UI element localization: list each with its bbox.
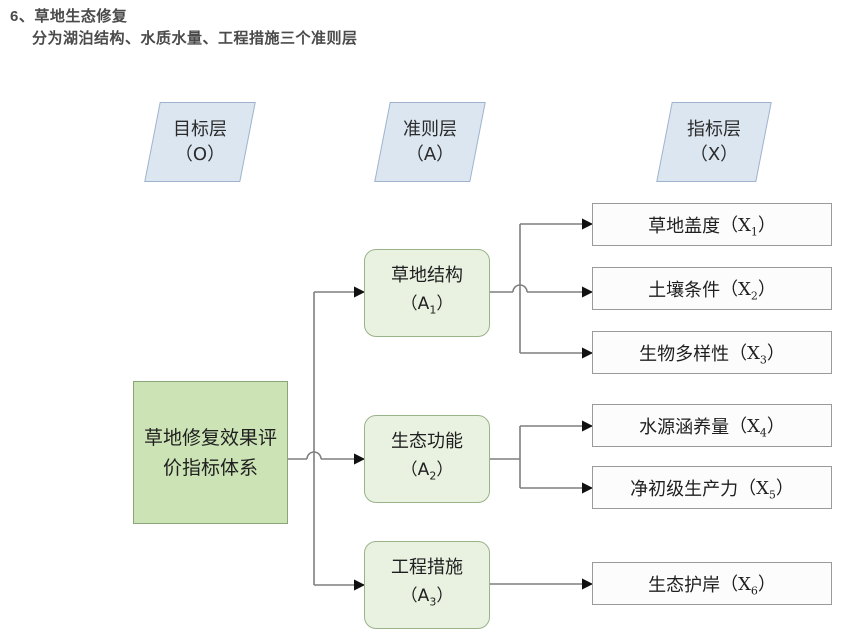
indicator-node-x1-label: 草地盖度 (648, 215, 721, 237)
indicator-node-x6-label: 生态护岸 (648, 574, 721, 596)
slide-heading: 6、草地生态修复 分为湖泊结构、水质水量、工程措施三个准则层 (10, 6, 710, 50)
indicator-node-x2[interactable]: 土壤条件 （X2） (592, 267, 832, 310)
heading-line-2: 分为湖泊结构、水质水量、工程措施三个准则层 (32, 30, 358, 47)
goal-node[interactable]: 草地修复效果评价指标体系 (133, 381, 288, 524)
criterion-node-a2-label: 生态功能 (391, 430, 463, 452)
indicator-node-x6[interactable]: 生态护岸 （X6） (592, 562, 832, 605)
criterion-node-a2[interactable]: 生态功能 （A2） (364, 415, 490, 503)
indicator-node-x1-code: （X1） (720, 214, 776, 239)
indicator-node-x6-code: （X6） (720, 573, 776, 598)
indicator-node-x4[interactable]: 水源涵养量 （X4） (592, 404, 832, 447)
indicator-node-x4-code: （X4） (729, 415, 785, 440)
criterion-layer-header-code: （A） (405, 144, 455, 165)
indicator-node-x1[interactable]: 草地盖度 （X1） (592, 203, 832, 246)
connector-line-jump-a1 (512, 284, 528, 293)
criterion-node-a1-label: 草地结构 (391, 264, 463, 286)
indicator-node-x2-code: （X2） (720, 278, 776, 303)
indicator-node-x3[interactable]: 生物多样性 （X3） (592, 331, 832, 374)
criterion-node-a1[interactable]: 草地结构 （A1） (364, 249, 490, 337)
indicator-node-x2-label: 土壤条件 (648, 279, 721, 301)
goal-layer-header: 目标层 （O） (144, 102, 256, 182)
criterion-node-a2-code: （A2） (400, 459, 454, 483)
indicator-layer-header-code: （X） (689, 144, 739, 165)
connector-line-jump-left (306, 451, 322, 460)
indicator-layer-header-title: 指标层 (687, 119, 741, 140)
criterion-node-a3-code: （A3） (400, 585, 454, 609)
criterion-node-a1-code: （A1） (400, 293, 454, 317)
indicator-node-x4-label: 水源涵养量 (639, 416, 730, 438)
criterion-node-a3-label: 工程措施 (391, 556, 463, 578)
goal-node-label: 草地修复效果评价指标体系 (143, 426, 277, 479)
indicator-layer-header: 指标层 （X） (656, 102, 772, 182)
indicator-node-x5[interactable]: 净初级生产力 （X5） (592, 466, 832, 509)
indicator-node-x5-code: （X5） (738, 477, 794, 502)
criterion-node-a3[interactable]: 工程措施 （A3） (364, 541, 490, 629)
indicator-node-x3-code: （X3） (729, 342, 785, 367)
goal-layer-header-title: 目标层 (173, 119, 227, 140)
criterion-layer-header-title: 准则层 (403, 119, 457, 140)
indicator-node-x3-label: 生物多样性 (639, 343, 730, 365)
criterion-layer-header: 准则层 （A） (374, 102, 486, 182)
indicator-node-x5-label: 净初级生产力 (630, 478, 739, 500)
goal-layer-header-code: （O） (174, 144, 226, 165)
heading-line-1: 6、草地生态修复 (10, 8, 128, 25)
